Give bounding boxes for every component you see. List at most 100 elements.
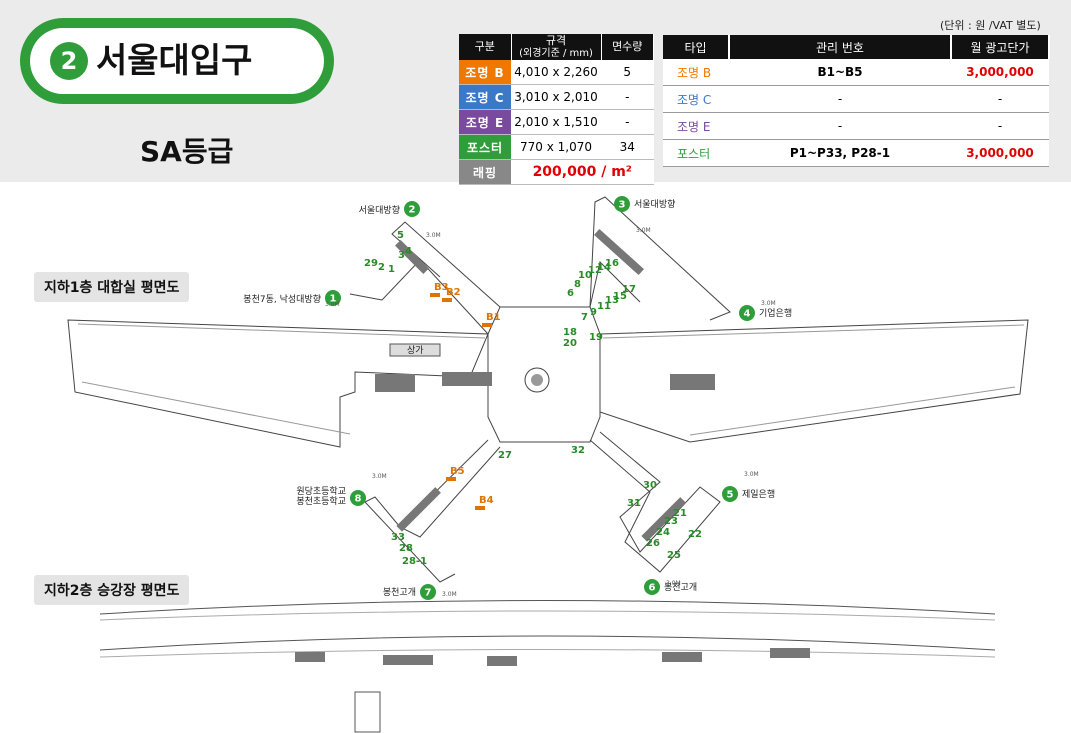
poster-21-label: 21 xyxy=(673,508,687,519)
exit-2-distance: 3.0M xyxy=(426,232,441,239)
poster-1-label: 1 xyxy=(388,264,395,275)
exit-7-number: 7 xyxy=(425,588,432,599)
poster-27-label: 27 xyxy=(498,450,512,461)
exit-7-name: 봉천고개 xyxy=(383,587,416,598)
exit-3-distance: 3.0M xyxy=(636,227,651,234)
poster-24-label: 24 xyxy=(656,527,670,538)
exit-2-name: 서울대방향 xyxy=(359,204,400,216)
poster-28-label: 28 xyxy=(399,543,413,554)
lightbox-B5-marker xyxy=(446,477,456,481)
lightbox-B3-marker xyxy=(430,293,440,297)
exit-6-distance: 3.0M xyxy=(666,580,681,587)
poster-29-label: 29 xyxy=(364,258,378,269)
central-column xyxy=(524,367,550,393)
exit-4-name: 기업은행 xyxy=(759,307,792,319)
station-name: 서울대입구 xyxy=(96,41,253,81)
poster-22-label: 22 xyxy=(688,529,702,540)
poster-2-label: 2 xyxy=(378,262,385,273)
poster-15-label: 15 xyxy=(613,291,627,302)
exit-1-circle xyxy=(325,290,341,306)
exit-3-circle xyxy=(614,196,630,212)
poster-7-label: 7 xyxy=(581,312,588,323)
exit-markers: 1 봉천7동, 낙성대방향 3.0M 2 서울대방향 3.0M 3 서울대방향 3.0M 4 기업은… xyxy=(243,196,792,600)
poster-19-label: 19 xyxy=(589,332,603,343)
poster-17-label: 17 xyxy=(622,284,636,295)
poster-30-label: 30 xyxy=(643,480,657,491)
exit-3-number: 3 xyxy=(619,200,626,211)
passage-exit-3-4 xyxy=(589,261,641,308)
poster-23-label: 23 xyxy=(664,516,678,527)
wrapping-price: 200,000 / m² xyxy=(511,159,654,185)
lightbox-B4-marker xyxy=(475,506,485,510)
exit-4-distance: 3.0M xyxy=(761,300,776,307)
exit-8-distance: 3.0M xyxy=(372,473,387,480)
lightbox-B2-marker xyxy=(442,298,452,302)
spec-table: 구분 규격(외경기준 / mm) 면수량 조명 B 4,010 x 2,260 … xyxy=(459,34,654,185)
exit-6-number: 6 xyxy=(649,583,656,594)
lightbox-B1-label: B1 xyxy=(486,312,501,323)
table-row: 조명 E 2,010 x 1,510 - xyxy=(459,109,654,135)
exit-1-name: 봉천7동, 낙성대방향 xyxy=(243,293,321,305)
poster-16-label: 16 xyxy=(605,258,619,269)
exit-8-name: 원당초등학교 xyxy=(296,486,346,497)
stairs xyxy=(375,228,715,542)
grade-label: SA등급 xyxy=(140,135,234,168)
exit-5-number: 5 xyxy=(727,490,734,501)
poster-31-label: 31 xyxy=(627,498,641,509)
passage-exit-1-2 xyxy=(349,259,489,335)
poster-14-label: 14 xyxy=(597,262,611,273)
price-table: 타입 관리 번호 월 광고단가 조명 B B1~B5 3,000,000 조명 … xyxy=(663,35,1050,167)
poster-20-label: 20 xyxy=(563,338,577,349)
table-row: 포스터 P1~P33, P28-1 3,000,000 xyxy=(663,139,1049,167)
poster-32-label: 32 xyxy=(571,445,585,456)
passage-exit-5-6 xyxy=(589,431,721,573)
platform-b2 xyxy=(99,600,996,733)
poster-33-label: 33 xyxy=(391,532,405,543)
exit-6-name: 봉천고개 xyxy=(664,582,697,593)
station-floor-map: 상가 1 봉천7동, 낙성대방향 3.0M 2 서울대방향 3.0M 3 서울대방향 3.0M 4… xyxy=(67,196,1029,733)
table-row: 조명 B B1~B5 3,000,000 xyxy=(663,59,1049,86)
central-hall xyxy=(487,306,601,443)
poster-28-1-label: 28-1 xyxy=(402,556,427,567)
poster-3-label: 3 xyxy=(398,250,405,261)
exit-5-name: 제일은행 xyxy=(742,488,775,500)
poster-10-label: 10 xyxy=(578,270,592,281)
lightbox-B3-label: B3 xyxy=(434,282,449,293)
poster-9-label: 9 xyxy=(590,307,597,318)
poster-4-label: 4 xyxy=(405,246,412,257)
exit-1-distance: 3.0M xyxy=(325,301,340,308)
shop-box xyxy=(389,343,441,357)
exit-3-name: 서울대방향 xyxy=(634,198,675,210)
spec-header-type: 구분 xyxy=(459,34,512,60)
exit-2-number: 2 xyxy=(409,205,416,216)
line-number-circle: 2 xyxy=(50,42,88,80)
unit-note: (단위 : 원 /VAT 별도) xyxy=(940,19,1041,32)
poster-11-label: 11 xyxy=(597,301,611,312)
poster-6-label: 6 xyxy=(567,288,574,299)
exit-5-circle xyxy=(722,486,738,502)
table-row: 조명 E - - xyxy=(663,112,1049,140)
exit-1-number: 1 xyxy=(330,294,337,305)
poster-18-label: 18 xyxy=(563,327,577,338)
b1-floor-label: 지하1층 대합실 평면도 xyxy=(34,272,190,302)
poster-25-label: 25 xyxy=(667,550,681,561)
b2-floor-label: 지하2층 승강장 평면도 xyxy=(34,575,190,605)
table-row: 래핑 200,000 / m² xyxy=(459,159,654,185)
shop-label: 상가 xyxy=(407,345,424,356)
spec-header-size: 규격(외경기준 / mm) xyxy=(511,34,602,60)
poster-8-label: 8 xyxy=(574,279,581,290)
escalator-west xyxy=(375,374,415,392)
lightbox-B2-label: B2 xyxy=(446,287,461,298)
table-row: 조명 C 3,010 x 2,010 - xyxy=(459,84,654,110)
header-panel: 2 서울대입구 SA등급 (단위 : 원 /VAT 별도) 구분 규격(외경기준… xyxy=(0,0,1071,185)
table-row: 조명 C - - xyxy=(663,85,1049,113)
poster-12-label: 12 xyxy=(588,265,602,276)
poster-26-label: 26 xyxy=(646,538,660,549)
exit-7-circle xyxy=(420,584,436,600)
exit-8-circle xyxy=(350,490,366,506)
lightbox-B1-marker xyxy=(482,323,492,327)
exit-5-distance: 3.0M xyxy=(744,471,759,478)
passage-exit-7-8 xyxy=(399,439,501,538)
exit-8-name: 봉천초등학교 xyxy=(296,496,346,507)
